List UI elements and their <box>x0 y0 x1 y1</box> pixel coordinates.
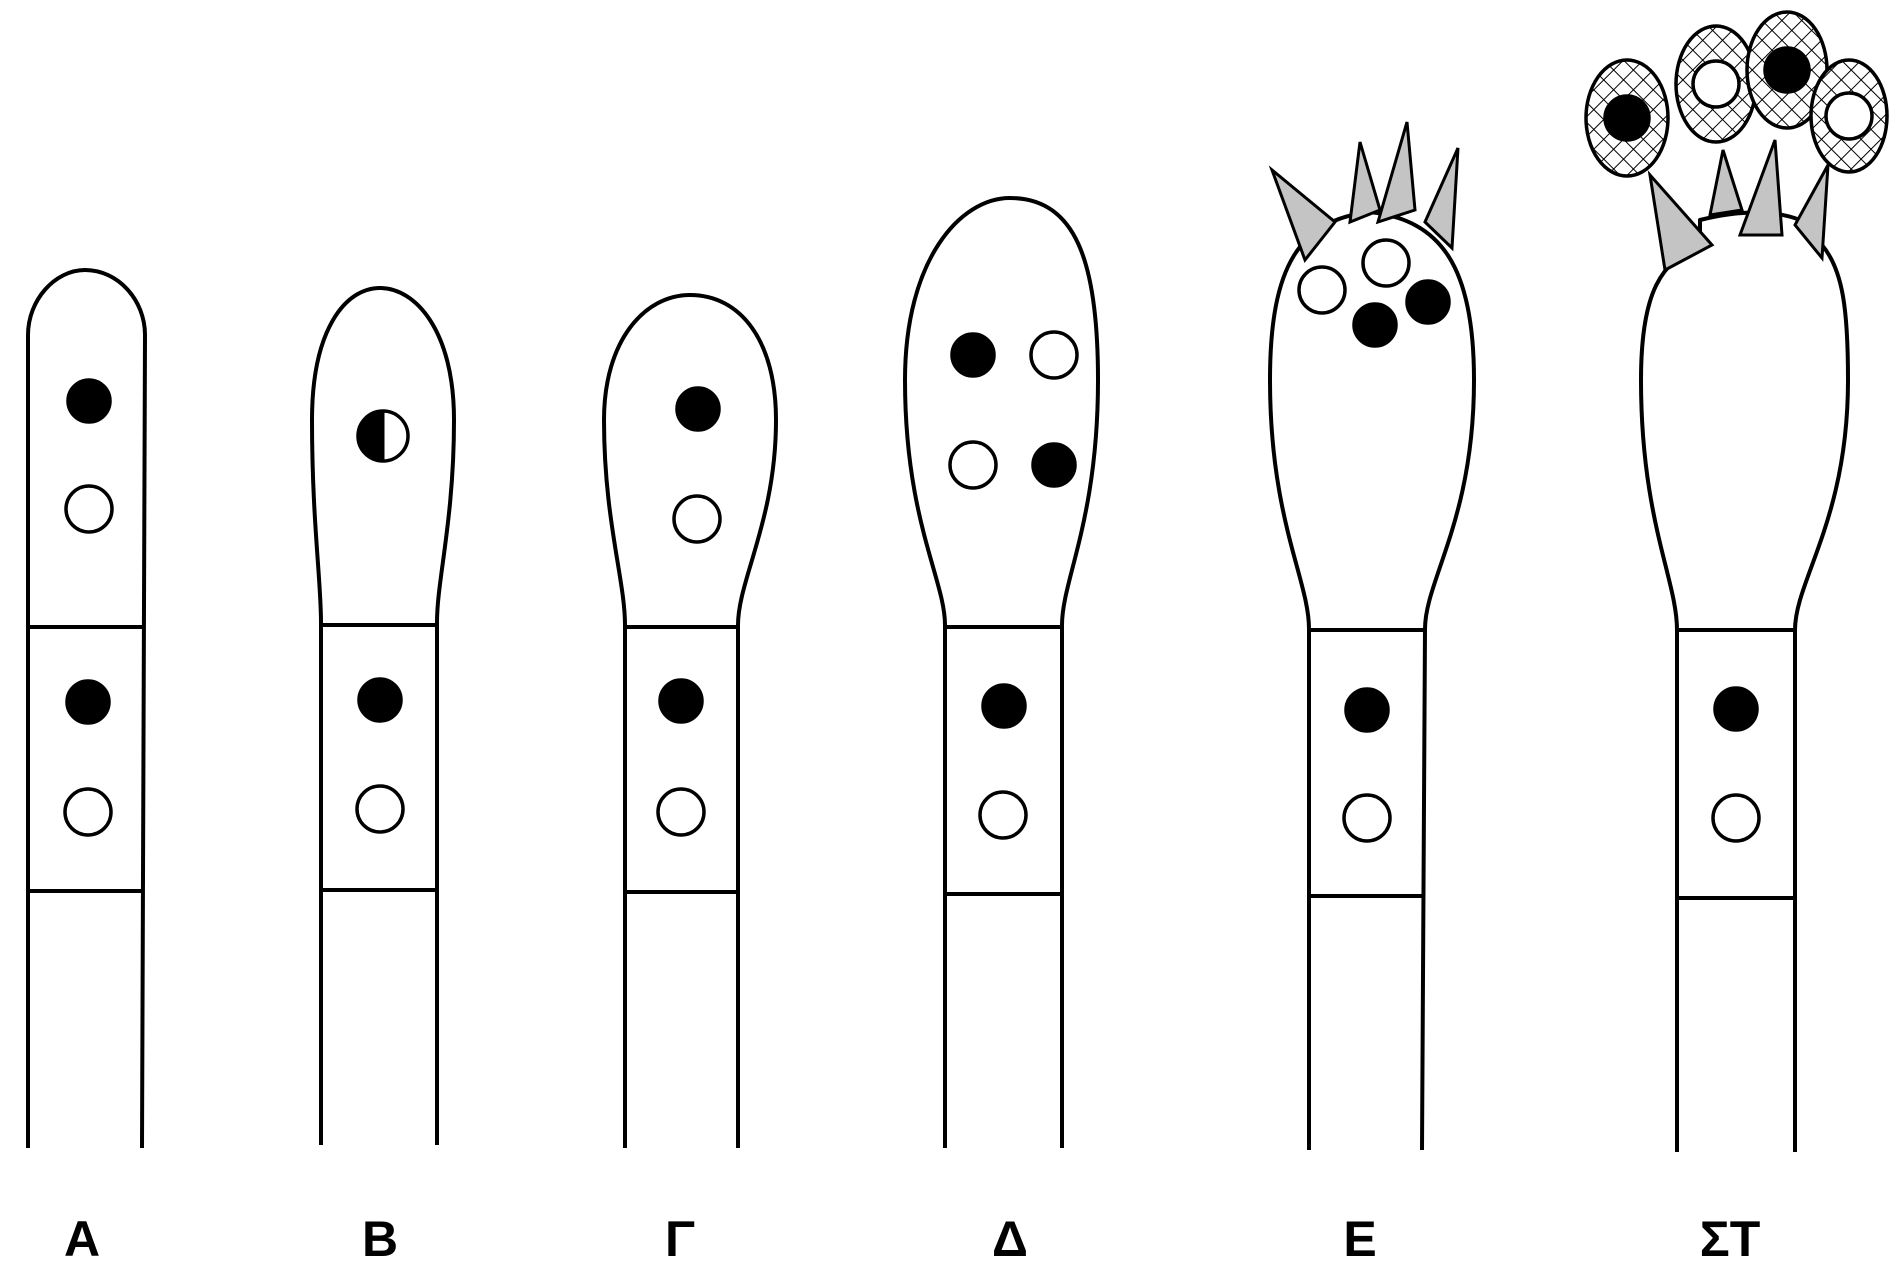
light-nucleus <box>1299 267 1345 313</box>
sterigma <box>1378 122 1415 222</box>
stage-b <box>312 288 454 1145</box>
dark-nucleus <box>68 380 110 422</box>
light-nucleus <box>1363 240 1409 286</box>
stage-delta <box>905 198 1098 1148</box>
sterigma <box>1710 150 1742 215</box>
dark-nucleus <box>67 681 109 723</box>
stage-label-a: Α <box>64 1211 100 1267</box>
dark-nucleus <box>952 334 994 376</box>
sterigma <box>1740 140 1782 235</box>
sterigma <box>1350 142 1380 222</box>
stage-label-delta: Δ <box>992 1211 1028 1267</box>
light-nucleus <box>357 786 403 832</box>
basidiospore <box>1811 60 1887 172</box>
light-nucleus <box>674 496 720 542</box>
dark-nucleus <box>677 388 719 430</box>
light-nucleus <box>1344 795 1390 841</box>
stage-label-b: Β <box>362 1211 398 1267</box>
cell-sigma-tau-outline <box>1641 213 1848 1153</box>
stage-gamma <box>604 295 776 1148</box>
cell-epsilon-outline <box>1270 212 1474 1150</box>
dark-nucleus <box>983 685 1025 727</box>
stage-a <box>28 270 145 1148</box>
light-nucleus <box>980 792 1026 838</box>
stage-label-gamma: Γ <box>665 1211 695 1267</box>
dark-nucleus <box>1346 689 1388 731</box>
dark-nucleus <box>1407 281 1449 323</box>
stage-sigma-tau <box>1586 12 1887 1152</box>
stage-label-sigma-tau: ΣΤ <box>1700 1211 1761 1267</box>
dark-nucleus <box>1715 688 1757 730</box>
light-nucleus <box>66 486 112 532</box>
light-nucleus <box>950 442 996 488</box>
light-nucleus <box>658 789 704 835</box>
light-nucleus <box>1031 332 1077 378</box>
light-nucleus <box>65 789 111 835</box>
basidiospore <box>1676 26 1756 142</box>
basidiospore <box>1586 60 1668 176</box>
light-nucleus <box>1713 795 1759 841</box>
dark-nucleus <box>359 679 401 721</box>
stage-label-epsilon: Ε <box>1343 1211 1376 1267</box>
dark-nucleus <box>1033 444 1075 486</box>
stage-epsilon <box>1270 122 1474 1150</box>
dark-nucleus <box>660 680 702 722</box>
dark-nucleus <box>1354 304 1396 346</box>
